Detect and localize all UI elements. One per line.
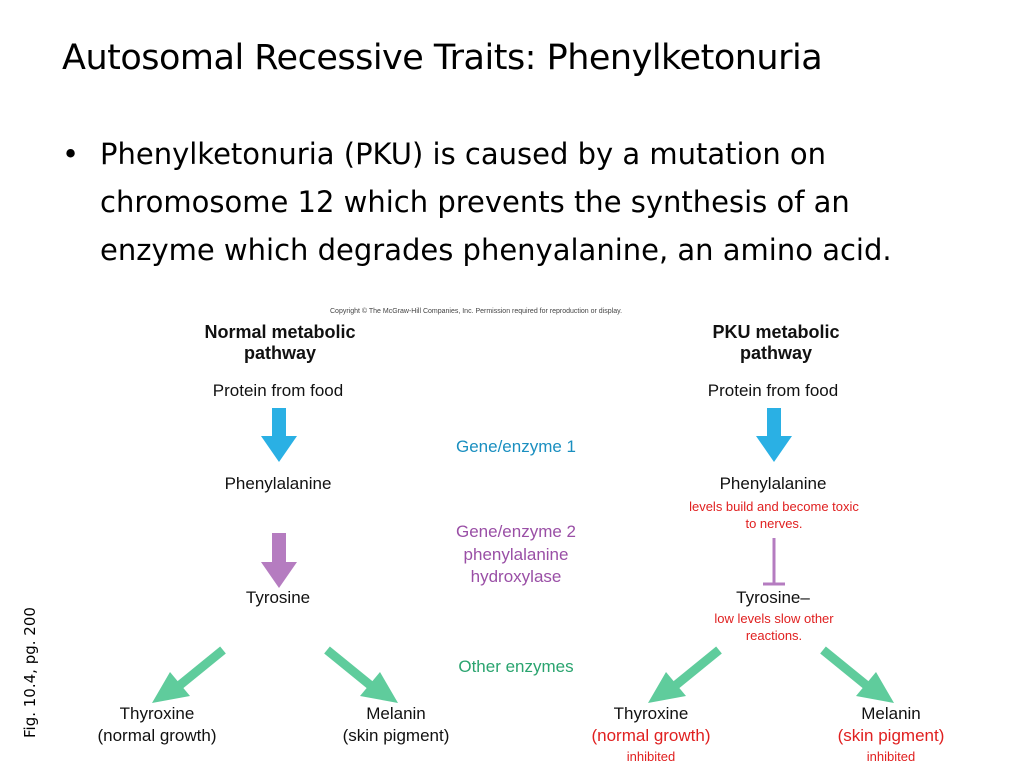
normal-arrow-phe-to-tyr [261,533,297,588]
slide-title: Autosomal Recessive Traits: Phenylketonu… [62,38,823,78]
normal-phenylalanine-label: Phenylalanine [224,474,332,493]
pku-thyroxine-note: (normal growth) [591,726,711,745]
normal-thyroxine-label: Thyroxine [119,704,195,723]
enzyme1-label: Gene/enzyme 1 [455,437,576,456]
enzyme2-label: Gene/enzyme 2 [455,522,576,541]
normal-thyroxine-note: (normal growth) [97,726,217,745]
normal-arrow-tyr-to-thyroxine-shaft [177,646,226,689]
normal-arrow-tyr-to-melanin-head [360,672,398,703]
normal-arrow-protein-to-phe [261,408,297,462]
bullet-text: Phenylketonuria (PKU) is caused by a mut… [100,137,892,267]
pku-melanin-note: (skin pigment) [837,726,945,745]
pku-arrow-tyr-to-melanin-shaft [820,646,869,689]
pku-tyrosine-note: low levels slow other reactions. [714,611,834,643]
normal-protein-label: Protein from food [212,381,344,400]
pku-melanin-status: inhibited [866,749,916,764]
normal-arrow-tyr-to-melanin-shaft [324,646,373,689]
enzyme2-name: phenylalanine hydroxylase [463,545,569,586]
pku-thyroxine-label: Thyroxine [613,704,689,723]
pku-tyrosine-label: Tyrosine– [736,588,810,607]
pku-thyroxine-status: inhibited [626,749,676,764]
pku-melanin-label: Melanin [861,704,921,723]
bullet-dot-icon: • [62,137,80,171]
normal-melanin-label: Melanin [366,704,426,723]
pku-arrow-tyr-to-thyroxine-shaft [673,646,722,689]
normal-melanin-note: (skin pigment) [342,726,450,745]
pku-arrow-protein-to-phe [756,408,792,462]
pku-arrow-tyr-to-thyroxine-head [648,672,686,703]
normal-arrow-tyr-to-thyroxine-head [152,672,190,703]
copyright-notice: Copyright © The McGraw-Hill Companies, I… [330,308,623,315]
pku-protein-label: Protein from food [707,381,839,400]
normal-tyrosine-label: Tyrosine [245,588,311,607]
pku-arrow-tyr-to-melanin-head [856,672,894,703]
normal-pathway-header: Normal metabolic pathway [204,322,356,363]
pku-phenylalanine-note: levels build and become toxic to nerves. [689,499,859,531]
other-enzymes-label: Other enzymes [458,657,574,676]
pku-pathway-header: PKU metabolic pathway [712,322,840,363]
pku-phenylalanine-label: Phenylalanine [719,474,827,493]
